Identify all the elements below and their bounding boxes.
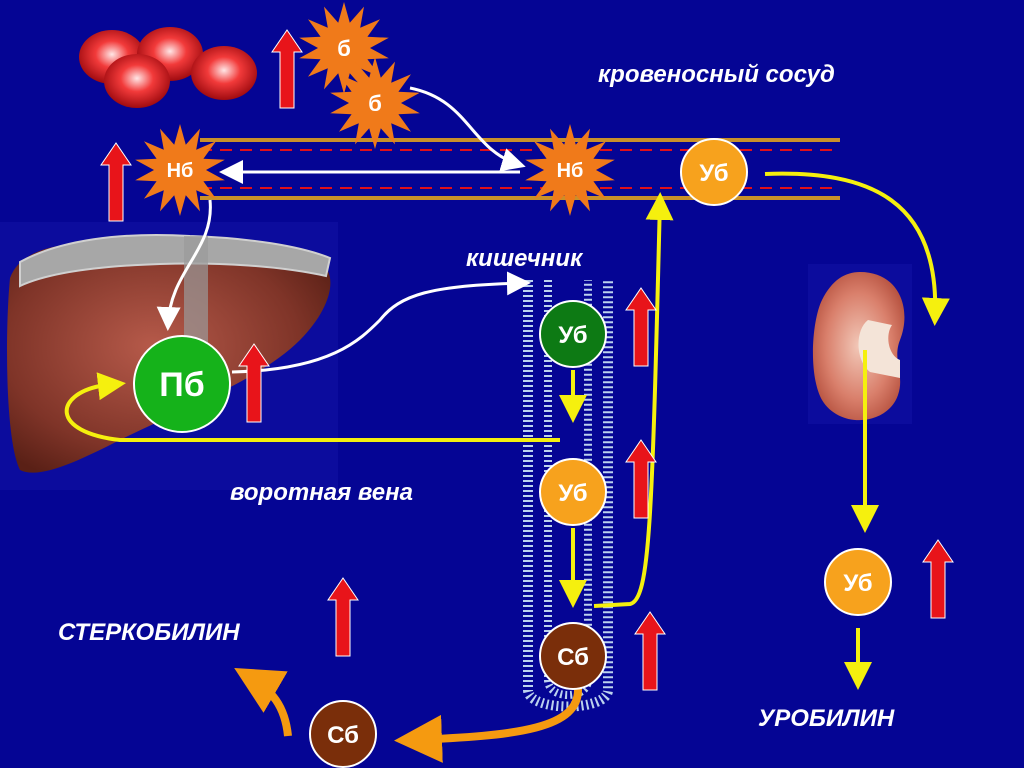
starburst-nb-left-icon: Нб xyxy=(135,124,225,216)
circle-ub-intestine-mid: Уб xyxy=(539,458,607,526)
node-ub-kidney: Уб xyxy=(843,570,872,597)
node-nb-right: Нб xyxy=(557,160,584,182)
node-b2: б xyxy=(368,91,382,116)
up-arrow-nb xyxy=(100,142,132,222)
orange-arrows xyxy=(234,667,583,763)
circle-sb-intestine: Сб xyxy=(539,622,607,690)
node-nb-left: Нб xyxy=(167,160,194,182)
label-urobilin: УРОБИЛИН xyxy=(758,705,895,732)
circle-pb: Пб xyxy=(133,335,231,433)
yellow-arrows xyxy=(64,171,950,690)
starburst-b2-icon: б xyxy=(330,57,420,149)
up-arrow-pb xyxy=(238,343,270,423)
label-stercobilin: СТЕРКОБИЛИН xyxy=(58,619,240,646)
node-ub-vessel: Уб xyxy=(699,160,728,187)
circle-ub-vessel: Уб xyxy=(680,138,748,206)
up-arrow-stercobilin xyxy=(327,577,359,657)
label-vessel: кровеносный сосуд xyxy=(598,61,835,88)
circle-ub-kidney: Уб xyxy=(824,548,892,616)
label-portal-vein: воротная вена xyxy=(230,479,413,506)
up-arrow-ub-kidney xyxy=(922,539,954,619)
red-blood-cells-icon xyxy=(79,27,257,108)
circle-sb-out: Сб xyxy=(309,700,377,768)
starburst-nb-right-icon: Нб xyxy=(525,124,615,216)
circle-ub-intestine-top: Уб xyxy=(539,300,607,368)
node-sb-intestine: Сб xyxy=(557,644,589,671)
up-arrow-rbc xyxy=(271,29,303,109)
up-arrow-ub-mid xyxy=(625,439,657,519)
up-arrows xyxy=(100,29,954,691)
up-arrow-sb xyxy=(634,611,666,691)
node-ub-intestine-mid: Уб xyxy=(558,480,587,507)
node-pb: Пб xyxy=(159,366,204,404)
intestine-tube xyxy=(523,280,613,712)
node-b1: б xyxy=(337,36,351,61)
starburst-b1-icon: б xyxy=(299,2,389,94)
white-arrows xyxy=(156,86,531,374)
label-intestine: кишечник xyxy=(466,245,584,272)
up-arrow-ub-top xyxy=(625,287,657,367)
kidney-icon xyxy=(808,264,912,424)
node-ub-intestine-top: Уб xyxy=(558,322,587,349)
node-sb-out: Сб xyxy=(327,722,359,749)
